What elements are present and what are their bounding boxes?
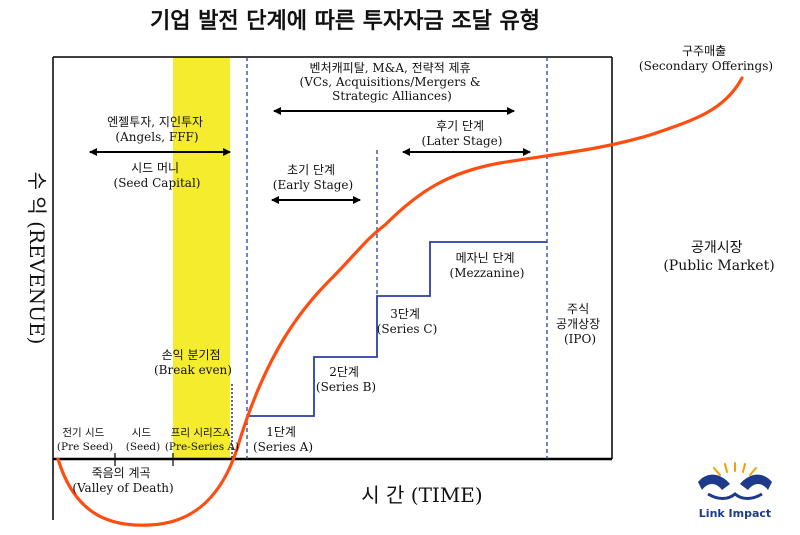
diagram-title: 기업 발전 단계에 따른 투자자금 조달 유형 bbox=[150, 9, 540, 34]
public-market-label-ko: 공개시장 bbox=[691, 240, 743, 256]
seed-label-ko: 시드 bbox=[132, 427, 152, 439]
series-a-label-en: (Series A) bbox=[253, 440, 313, 454]
public-market-label-en: (Public Market) bbox=[663, 258, 774, 274]
secondary-offerings-label: 구주매출 (Secondary Offerings) bbox=[639, 44, 773, 73]
later-stage-label: 후기 단계 (Later Stage) bbox=[422, 119, 503, 148]
pre-series-a-label: 프리 시리즈A (Pre-Series A) bbox=[165, 427, 239, 453]
break-even-label: 손익 분기점 (Break even) bbox=[154, 348, 232, 377]
break-even-label-en: (Break even) bbox=[154, 363, 232, 377]
seed-label-en: (Seed) bbox=[126, 441, 161, 453]
angels-label-ko: 엔젤투자, 지인투자 bbox=[107, 115, 203, 129]
brand-name: Link Impact bbox=[699, 507, 771, 520]
stage-dividers bbox=[246, 57, 548, 459]
vc-label-ko: 벤처캐피탈, M&A, 전략적 제휴 bbox=[310, 61, 471, 75]
mezzanine-label-ko: 메자닌 단계 bbox=[456, 251, 515, 265]
series-step-line bbox=[247, 241, 547, 417]
series-c-label-ko: 3단계 bbox=[390, 307, 420, 321]
y-axis-label: 수 익 (REVENUE) bbox=[25, 172, 49, 345]
ipo-label-line2: 공개상장 bbox=[556, 317, 600, 331]
public-market-label: 공개시장 (Public Market) bbox=[663, 240, 774, 274]
revenue-growth-curve bbox=[56, 76, 744, 527]
pre-seed-label-en: (Pre Seed) bbox=[57, 441, 113, 453]
vc-label-en-1: (VCs, Acquisitions/Mergers & bbox=[300, 75, 481, 89]
series-a-label: 1단계 (Series A) bbox=[253, 425, 313, 454]
later-stage-label-en: (Later Stage) bbox=[422, 134, 503, 148]
series-a-label-ko: 1단계 bbox=[266, 425, 296, 439]
vc-label-en-2: Strategic Alliances) bbox=[332, 89, 452, 103]
vc-label: 벤처캐피탈, M&A, 전략적 제휴 (VCs, Acquisitions/Me… bbox=[300, 61, 485, 103]
angels-label-en: (Angels, FFF) bbox=[115, 130, 198, 144]
pre-series-a-label-ko: 프리 시리즈A bbox=[171, 427, 231, 439]
valley-of-death-label: 죽음의 계곡 (Valley of Death) bbox=[72, 466, 173, 495]
logo-left-hand-icon bbox=[698, 474, 730, 490]
series-b-label-ko: 2단계 bbox=[329, 365, 359, 379]
plot-frame bbox=[52, 56, 613, 520]
x-axis-label: 시 간 (TIME) bbox=[361, 483, 482, 507]
secondary-offerings-label-en: (Secondary Offerings) bbox=[639, 59, 773, 73]
mezzanine-label-en: (Mezzanine) bbox=[450, 266, 525, 280]
brand-name-text: Link Impact bbox=[699, 507, 771, 520]
seed-label: 시드 (Seed) bbox=[126, 427, 161, 453]
logo-sun-rays-icon bbox=[713, 462, 757, 476]
link-impact-logo: Link Impact bbox=[698, 462, 772, 520]
bottom-ticks bbox=[114, 453, 174, 466]
seed-capital-highlight-band bbox=[173, 57, 230, 459]
ipo-label-line1: 주식 bbox=[567, 302, 589, 316]
valley-of-death-label-ko: 죽음의 계곡 bbox=[92, 466, 151, 480]
pre-seed-label: 전기 시드 (Pre Seed) bbox=[57, 427, 113, 453]
early-stage-label-ko: 초기 단계 bbox=[287, 163, 335, 177]
series-c-label: 3단계 (Series C) bbox=[377, 307, 438, 336]
logo-handshake-icon bbox=[707, 492, 763, 500]
secondary-offerings-label-ko: 구주매출 bbox=[682, 44, 726, 58]
break-even-label-ko: 손익 분기점 bbox=[162, 348, 221, 362]
early-stage-label: 초기 단계 (Early Stage) bbox=[273, 163, 353, 192]
seed-capital-label-ko: 시드 머니 bbox=[131, 161, 179, 175]
valley-of-death-label-en: (Valley of Death) bbox=[72, 481, 173, 495]
logo-right-hand-icon bbox=[740, 474, 772, 490]
seed-capital-label-en: (Seed Capital) bbox=[114, 176, 201, 190]
series-c-label-en: (Series C) bbox=[377, 322, 438, 336]
pre-seed-label-ko: 전기 시드 bbox=[62, 427, 104, 439]
mezzanine-label: 메자닌 단계 (Mezzanine) bbox=[450, 251, 525, 280]
ipo-label: 주식 공개상장 (IPO) bbox=[556, 302, 604, 346]
series-b-label: 2단계 (Series B) bbox=[316, 365, 376, 394]
angels-label: 엔젤투자, 지인투자 (Angels, FFF) bbox=[107, 115, 207, 144]
ipo-label-line3: (IPO) bbox=[564, 332, 596, 346]
series-b-label-en: (Series B) bbox=[316, 380, 376, 394]
pre-series-a-label-en: (Pre-Series A) bbox=[165, 441, 239, 453]
seed-capital-label: 시드 머니 (Seed Capital) bbox=[114, 161, 201, 190]
later-stage-label-ko: 후기 단계 bbox=[436, 119, 484, 133]
early-stage-label-en: (Early Stage) bbox=[273, 178, 353, 192]
